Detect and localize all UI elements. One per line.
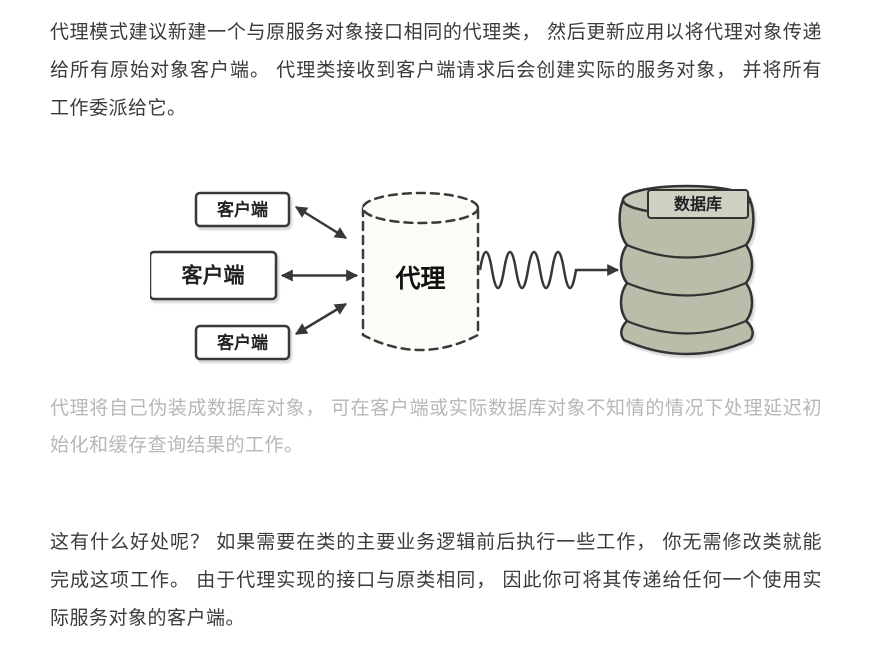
double-arrow-top [294, 205, 348, 240]
proxy-label: 代理 [394, 265, 445, 293]
client-box-middle: 客户端 [150, 250, 278, 301]
proxy-cylinder: 代理 [361, 191, 480, 352]
database-label-box [647, 189, 749, 219]
paragraph-benefits: 这有什么好处呢？ 如果需要在类的主要业务逻辑前后执行一些工作， 你无需修改类就能… [50, 532, 822, 629]
proxy-pattern-figure: 客户端 客户端 客户端 代理 [50, 182, 822, 380]
database-label: 数据库 [674, 195, 722, 214]
db-separator-3 [626, 319, 747, 335]
db-separator-1 [626, 243, 747, 259]
client-label-top: 客户端 [216, 200, 268, 220]
client-label-bottom: 客户端 [216, 333, 268, 353]
client-box-top: 客户端 [194, 191, 291, 228]
figure-caption: 代理将自己伪装成数据库对象， 可在客户端或实际数据库对象不知情的情况下处理延迟初… [50, 398, 822, 456]
database-icon: 数据库 [618, 184, 755, 356]
paragraph-intro: 代理模式建议新建一个与原服务对象接口相同的代理类， 然后更新应用以将代理对象传递… [50, 22, 822, 119]
proxy-diagram: 客户端 客户端 客户端 代理 [150, 184, 755, 361]
db-separator-2 [626, 281, 747, 297]
signal-wave-connector [478, 250, 620, 290]
double-arrow-bottom [294, 302, 348, 336]
client-box-bottom: 客户端 [194, 324, 291, 361]
client-label-middle: 客户端 [182, 264, 245, 288]
article-content: 代理模式建议新建一个与原服务对象接口相同的代理类， 然后更新应用以将代理对象传递… [50, 22, 822, 629]
